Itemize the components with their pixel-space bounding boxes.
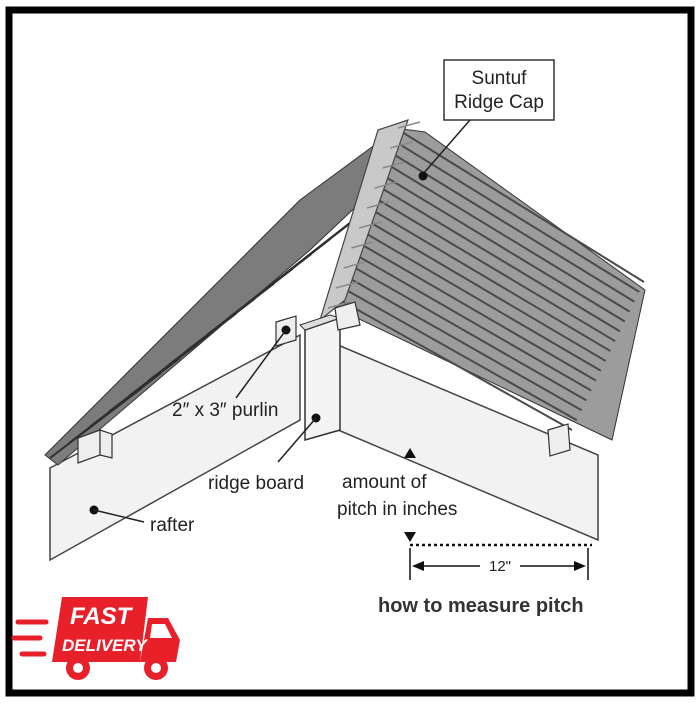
panel-rib (397, 121, 421, 129)
purlin-leader (235, 329, 287, 399)
left-roof-panels (44, 129, 396, 466)
panel-rib (343, 261, 366, 269)
panel-rib (368, 220, 607, 362)
border-frame (5, 6, 695, 697)
panel-rib (397, 142, 640, 293)
panel-rib (382, 161, 405, 169)
panel-rib (358, 221, 382, 229)
left-rafter-board (49, 333, 301, 562)
purlin-blocks (77, 301, 571, 464)
panel-rib (351, 241, 374, 249)
panel-rib (393, 153, 635, 303)
panel-rib (374, 181, 397, 189)
panel-rib (360, 243, 597, 382)
run-label: 12" (489, 558, 511, 575)
panel-rib (372, 209, 611, 352)
panel-rib (384, 175, 626, 323)
badge-line1: FAST (70, 603, 134, 630)
panel-rib (343, 287, 578, 422)
ridge-board-label: ridge board (208, 473, 304, 494)
fast-delivery-badge: FAST DELIVERY (11, 597, 180, 680)
panel-rib (380, 187, 621, 333)
badge-line2: DELIVERY (62, 636, 148, 655)
ridge-cap-label-line1: Suntuf (472, 68, 528, 89)
pitch-label-line2: pitch in inches (337, 499, 457, 520)
panel-rib (351, 265, 587, 402)
panel-rib (401, 131, 645, 283)
rafter-leader (93, 509, 145, 523)
ridge-cap-label-line2: Ridge Cap (454, 92, 544, 113)
ridge-cap-strip (318, 119, 409, 322)
delivery-truck-icon (11, 597, 180, 680)
panel-rib (339, 299, 573, 431)
rafter-label: rafter (150, 515, 195, 536)
right-roof-panels (329, 127, 646, 441)
panel-rib (335, 281, 358, 289)
panel-rib (364, 231, 602, 372)
ridge-cap-label-box (443, 59, 555, 121)
panel-rib (376, 198, 616, 343)
ridge-cap-leader (422, 119, 471, 175)
ridge-board-leader (277, 417, 317, 463)
panel-rib (356, 254, 592, 392)
purlin-label: 2″ x 3″ purlin (172, 400, 278, 421)
pitch-measure (404, 448, 592, 580)
panel-rib (347, 276, 583, 412)
pitch-label-line1: amount of (342, 472, 427, 493)
ridge-cap-dot (418, 171, 428, 181)
panel-rib (390, 141, 413, 149)
ridge-board (304, 316, 341, 441)
panel-rib (389, 164, 631, 313)
panel-rib (327, 301, 351, 309)
caption: how to measure pitch (378, 595, 584, 617)
panel-rib (366, 201, 390, 209)
